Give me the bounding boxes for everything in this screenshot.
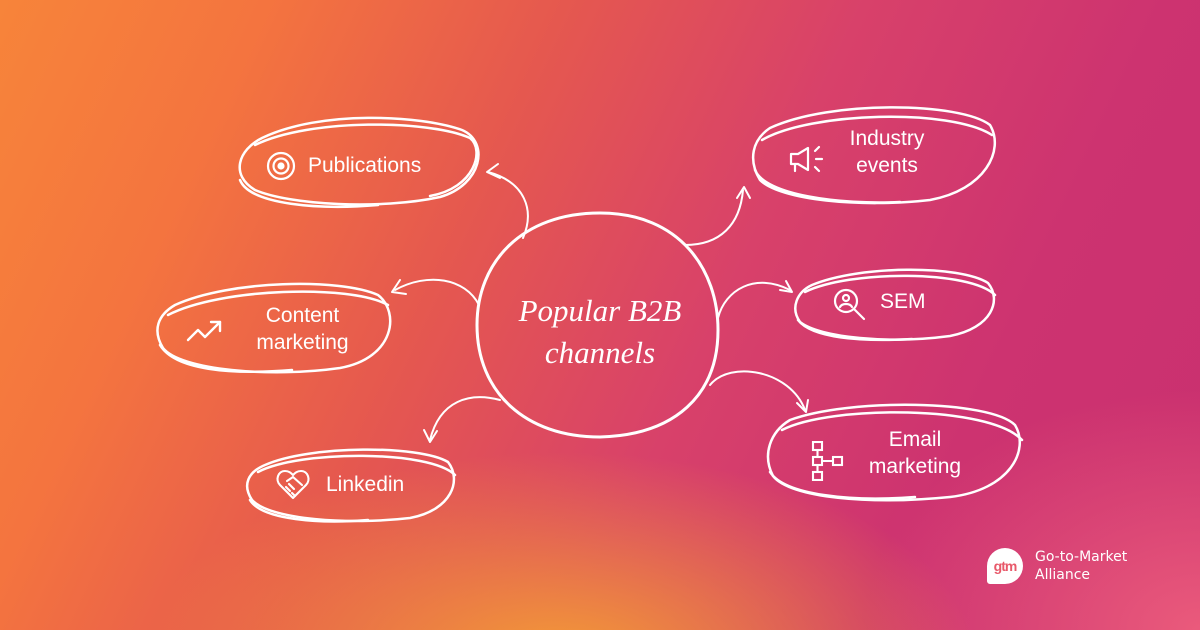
center-title-line1: Popular B2B	[518, 293, 682, 328]
flowchart-icon	[811, 441, 844, 481]
sem-scribble	[794, 268, 997, 342]
gtm-logo: gtm Go-to-Market Alliance	[987, 548, 1127, 584]
logo-text: Go-to-Market Alliance	[1035, 549, 1128, 583]
node-label-sem: SEM	[880, 290, 926, 313]
connector-arrows	[391, 163, 809, 443]
node-label-content-marketing: Content marketing	[256, 304, 349, 354]
node-label-email-marketing: Email marketing	[868, 428, 962, 478]
search-user-icon	[833, 288, 866, 321]
node-label-linkedin: Linkedin	[326, 473, 405, 496]
email-marketing-scribble	[766, 403, 1024, 502]
megaphone-icon	[789, 145, 824, 173]
center-title: Popular B2B channels	[480, 290, 720, 374]
industry-events-scribble	[752, 106, 996, 205]
handshake-heart-icon	[276, 469, 310, 500]
center-title-line2: channels	[544, 335, 656, 370]
trending-up-icon	[186, 320, 222, 342]
target-icon	[266, 151, 296, 181]
linkedin-scribble	[245, 448, 457, 523]
node-label-industry-events: Industry events	[849, 127, 925, 177]
logo-badge: gtm	[987, 548, 1023, 584]
content-marketing-scribble	[156, 282, 392, 374]
node-label-publications: Publications	[308, 154, 422, 177]
center-circle	[475, 211, 720, 439]
publications-scribble	[238, 116, 480, 208]
